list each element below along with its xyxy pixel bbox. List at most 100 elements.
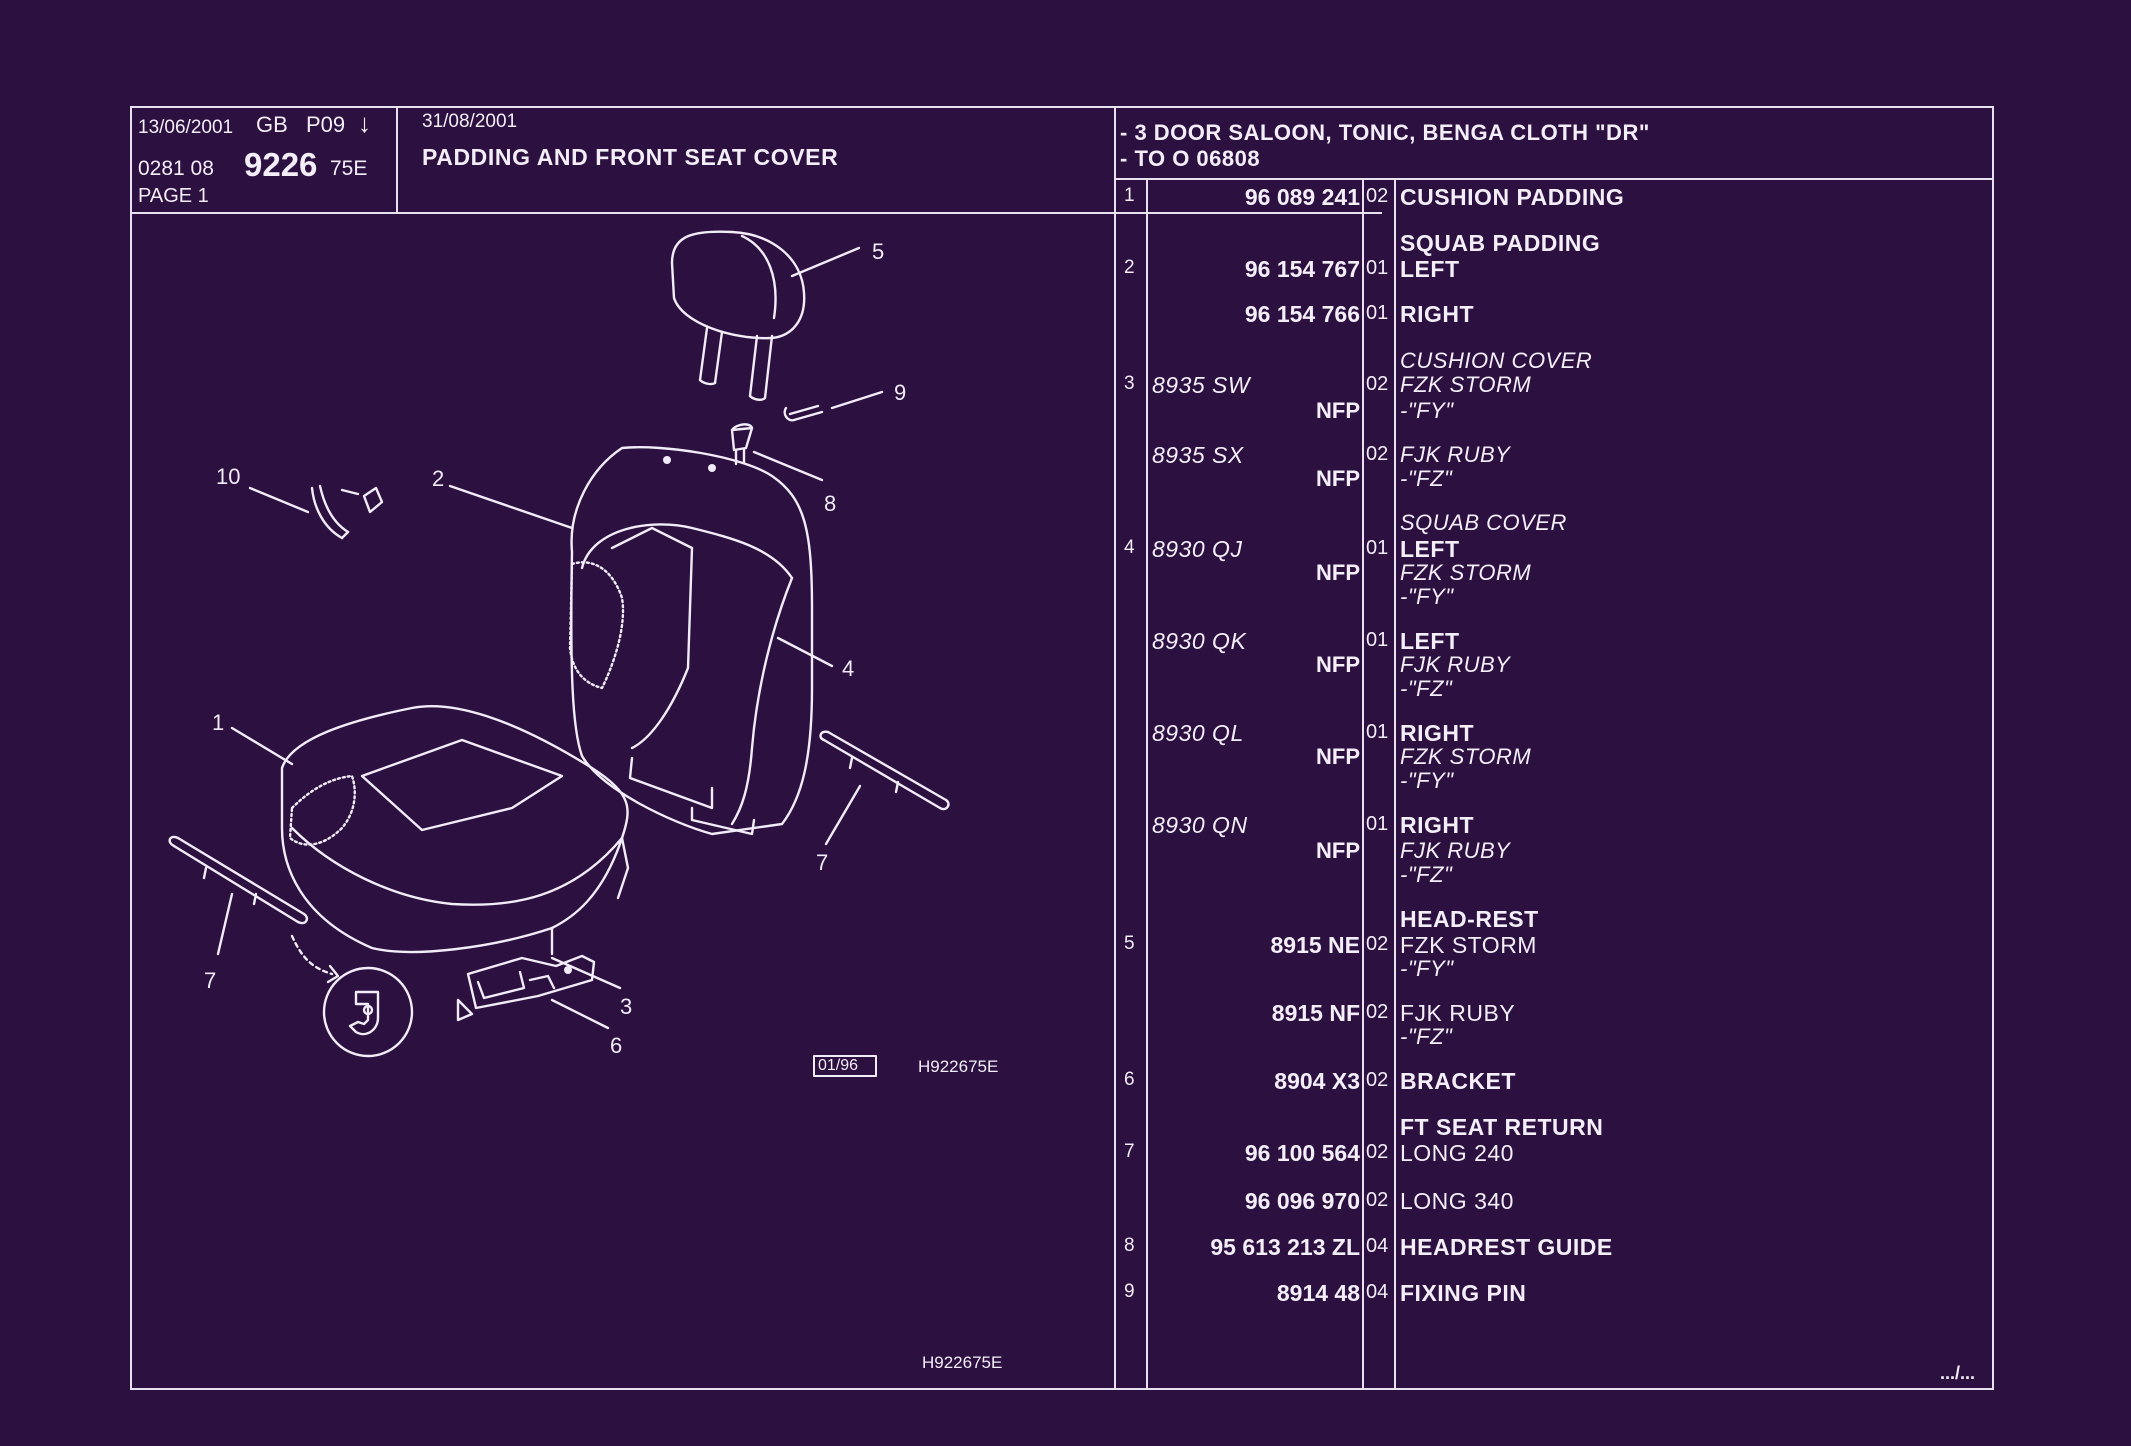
part-number: 96 154 766 [1244,301,1360,327]
part-number: 8935 SW [1152,372,1251,398]
quantity: 04 [1366,1281,1389,1303]
part-description: BRACKET [1400,1068,1516,1094]
callout-10: 10 [216,464,240,489]
callout-6: 6 [610,1033,622,1058]
header-title-block: 31/08/2001 PADDING AND FRONT SEAT COVER [398,108,1382,214]
part-number: 8915 NE [1270,932,1360,958]
part-description: -"FY" [1400,584,1454,609]
quantity: 02 [1366,933,1389,955]
part-ref: 2 [1124,257,1135,278]
callout-7a: 7 [816,850,828,875]
parts-sheet: 13/06/2001 GB P09 ↓ 0281 08 9226 75E PAG… [130,106,1994,1390]
part-ref: 4 [1124,537,1135,558]
squab-drawing: 2 4 [432,446,854,836]
part-description: -"FZ" [1400,676,1453,701]
part-description: LEFT [1400,256,1460,282]
reference-number: 9226 [244,146,318,183]
part-description: -"FY" [1400,768,1454,793]
part-number: 8904 X3 [1274,1068,1360,1094]
strap-drawing: 10 [216,464,384,540]
callout-9: 9 [894,380,906,405]
part-ref: 3 [1124,373,1135,394]
nfp-flag: NFP [1316,838,1360,863]
nfp-flag: NFP [1316,744,1360,769]
model-line-1: - 3 DOOR SALOON, TONIC, BENGA CLOTH "DR" [1120,120,1650,145]
part-description: SQUAB COVER [1400,510,1567,535]
quantity: 01 [1366,302,1389,324]
part-number: 8930 QL [1152,720,1244,746]
callout-3: 3 [620,994,632,1019]
model-line-2: - TO O 06808 [1120,146,1261,171]
part-description: LONG 340 [1400,1188,1514,1214]
part-ref: 1 [1124,185,1135,206]
quantity: 01 [1366,257,1389,279]
column-divider-qty [1362,180,1364,1388]
wrench-symbol-icon [322,966,414,1058]
part-description: FZK STORM [1400,560,1532,585]
quantity: 04 [1366,1235,1389,1257]
model-applicability: - 3 DOOR SALOON, TONIC, BENGA CLOTH "DR"… [1116,108,1992,180]
headrest-drawing: 5 [670,230,884,401]
part-description: FJK RUBY [1400,838,1511,863]
part-ref: 7 [1124,1141,1135,1162]
part-description: FJK RUBY [1400,1000,1516,1026]
nfp-flag: NFP [1316,466,1360,491]
part-description: -"FZ" [1400,466,1453,491]
quantity: 01 [1366,813,1389,835]
quantity: 02 [1366,185,1389,207]
part-number: 8930 QN [1152,812,1248,838]
quantity: 02 [1366,1001,1389,1023]
part-description: FIXING PIN [1400,1280,1527,1306]
part-number: 8914 48 [1276,1280,1360,1306]
nfp-flag: NFP [1316,652,1360,677]
arrow-down-icon: ↓ [358,108,371,138]
seat-return-left-drawing: 7 [168,835,340,993]
callout-8: 8 [824,491,836,516]
part-ref: 5 [1124,933,1135,954]
revision-date: 31/08/2001 [422,111,518,132]
part-description: CUSHION PADDING [1400,184,1625,210]
part-number: 96 096 970 [1244,1188,1360,1214]
callout-7b: 7 [204,968,216,993]
quantity: 02 [1366,1141,1389,1163]
continuation-marker: .../... [1940,1363,1976,1383]
part-description: RIGHT [1400,301,1475,327]
callout-4: 4 [842,656,854,681]
quantity: 01 [1366,721,1389,743]
language-code: GB [256,112,288,137]
quantity: 02 [1366,443,1389,465]
page-title: PADDING AND FRONT SEAT COVER [422,144,839,170]
cushion-drawing: 1 3 [212,705,632,1019]
nfp-flag: NFP [1316,398,1360,423]
quantity: 01 [1366,537,1389,559]
quantity: 02 [1366,1069,1389,1091]
part-description: -"FY" [1400,956,1454,981]
part-number: 8915 NF [1271,1000,1360,1026]
reference-suffix: 75E [330,157,368,180]
part-number: 95 613 213 ZL [1210,1234,1360,1260]
part-description: FJK RUBY [1400,442,1511,467]
part-number: 96 089 241 [1244,184,1360,210]
quantity: 01 [1366,629,1389,651]
nfp-flag: NFP [1316,560,1360,585]
exploded-seat-diagram: 5 9 8 10 [168,230,950,1077]
part-description: SQUAB PADDING [1400,230,1601,256]
part-description: RIGHT [1400,812,1475,838]
headrest-guide-drawing: 8 [730,423,836,516]
page-code: P09 [306,112,346,137]
part-description: -"FZ" [1400,1024,1453,1049]
drawing-date-box: 01/96 [818,1057,859,1074]
part-description: -"FZ" [1400,862,1453,887]
footer-drawing-reference: H922675E [922,1353,1003,1372]
part-number: 8935 SX [1152,442,1244,468]
seat-return-right-drawing: 7 [816,730,950,875]
callout-1: 1 [212,710,224,735]
part-description: HEADREST GUIDE [1400,1234,1613,1260]
part-description: FJK RUBY [1400,652,1511,677]
callout-5: 5 [872,239,884,264]
part-description: FZK STORM [1400,932,1537,958]
callout-2: 2 [432,466,444,491]
part-ref: 6 [1124,1069,1135,1090]
part-ref: 9 [1124,1281,1135,1302]
quantity: 02 [1366,373,1389,395]
